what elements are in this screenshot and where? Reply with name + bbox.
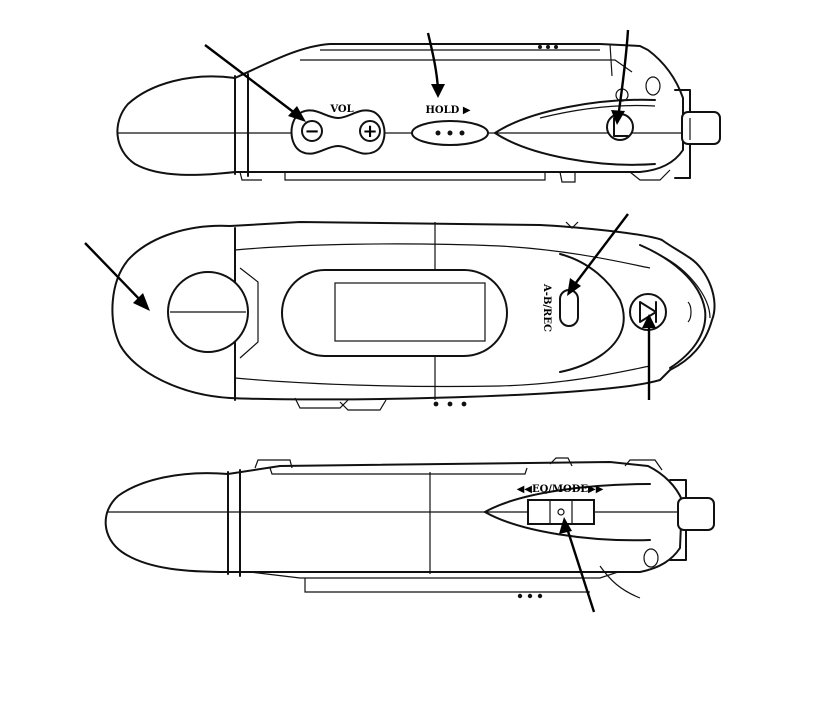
usb-connector (681, 111, 721, 145)
arrow-window (84, 242, 145, 305)
top-side-view: − + VOL HOLD ▶ (116, 43, 721, 183)
ab-rec-label: A-B/REC (541, 283, 552, 332)
minus-symbol: − (304, 121, 319, 142)
eq-mode-switch[interactable] (527, 499, 595, 525)
volume-down-button[interactable] (301, 120, 323, 142)
arrow-volume (204, 44, 301, 118)
ab-rec-button[interactable] (559, 289, 579, 327)
arrow-eq-mode (564, 524, 596, 613)
eq-mode-label: ◀◀EQ/MODE▶▶ (517, 484, 604, 495)
arrow-headphone (616, 29, 630, 119)
arrow-hold (426, 32, 440, 91)
lcd-screen (334, 282, 486, 342)
volume-up-button[interactable] (359, 120, 381, 142)
hold-label: HOLD ▶ (425, 105, 470, 116)
arrow-ab-rec (571, 213, 629, 289)
lcd-display-frame (281, 269, 508, 357)
front-view: A-B/REC (111, 221, 716, 411)
vol-label: VOL (329, 104, 353, 115)
usb-connector-bottom (677, 497, 715, 531)
callout-arrows (84, 29, 656, 613)
bottom-side-view: ◀◀EQ/MODE▶▶ (104, 457, 715, 599)
plus-symbol: + (362, 121, 377, 142)
